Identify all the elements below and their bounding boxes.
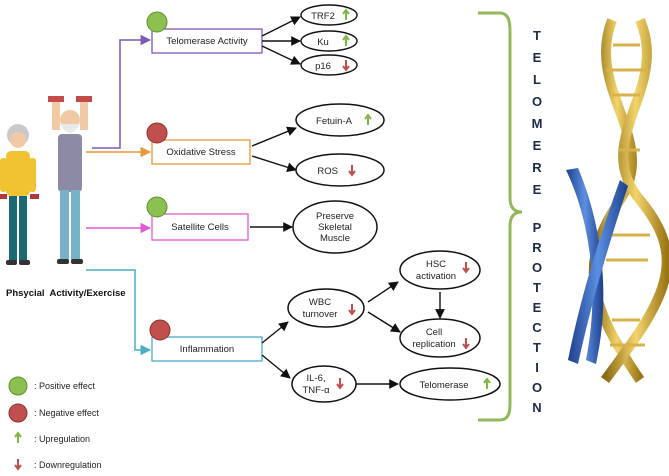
side-label-letter: E (533, 138, 542, 153)
down-arrow-icon (342, 60, 350, 72)
up-arrow-icon (342, 34, 350, 46)
outcome-telomerase-label: Telomerase (419, 380, 468, 391)
pathway-arrows (250, 16, 445, 389)
outcome-cell-replication: Cell replication (399, 318, 481, 358)
telomerase-activity-label: Telomerase Activity (166, 36, 248, 47)
legend-item-upregulation: : Upregulation (14, 431, 90, 444)
side-label-letter: T (533, 28, 541, 43)
down-arrow-icon (348, 304, 356, 316)
outcome-fetuin-a-label: Fetuin-A (316, 116, 353, 127)
legend-positive-label: : Positive effect (34, 381, 95, 391)
woman-figure (0, 124, 39, 265)
outcome-hsc-activation: HSC activation (399, 250, 481, 290)
outcome-muscle-label: Muscle (320, 233, 350, 244)
outcome-wbc-turnover: WBC turnover (287, 288, 365, 328)
telomerase-connector (92, 34, 152, 149)
negative-effect-icon (149, 319, 171, 341)
legend-item-negative: : Negative effect (8, 403, 99, 423)
telomere-protection-bracket (478, 11, 523, 422)
positive-effect-icon (146, 11, 168, 33)
inflammation-node: Inflammation (149, 319, 263, 362)
outcome-p16: p16 (300, 54, 358, 76)
side-label-letter: R (532, 160, 542, 175)
up-arrow-icon (14, 431, 22, 443)
outcome-wbc-label: WBC (309, 297, 331, 308)
legend-downregulation-label: : Downregulation (34, 460, 102, 470)
side-label-letter: E (533, 50, 542, 65)
telomerase-activity-node: Telomerase Activity (146, 11, 263, 54)
down-arrow-icon (14, 459, 22, 471)
side-label-letter: N (532, 400, 541, 415)
side-label-letter: T (533, 280, 541, 295)
outcome-skeletal-label: Skeletal (318, 222, 352, 233)
dna-chromosome-illustration (566, 18, 669, 383)
outcome-activation-label: activation (416, 271, 456, 282)
side-label-letter: C (532, 320, 542, 335)
side-label-letter: P (533, 220, 542, 235)
oxidative-stress-node: Oxidative Stress (146, 122, 251, 165)
legend-item-downregulation: : Downregulation (14, 459, 102, 471)
outcome-tnf-label: TNF-α (302, 385, 330, 396)
legend-item-positive: : Positive effect (8, 376, 95, 396)
outcome-ros-label: ROS (317, 166, 338, 177)
up-arrow-icon (483, 377, 491, 389)
side-label-letter: O (532, 380, 542, 395)
down-arrow-icon (462, 338, 470, 350)
man-figure (48, 96, 92, 264)
positive-effect-icon (146, 196, 168, 218)
satellite-cells-label: Satellite Cells (171, 222, 229, 233)
side-label-letter: I (535, 360, 539, 375)
side-label-letter: O (532, 260, 542, 275)
legend-negative-label: : Negative effect (34, 408, 99, 418)
up-arrow-icon (364, 113, 372, 125)
outcome-trf2: TRF2 (300, 4, 358, 26)
side-label-letter: O (532, 94, 542, 109)
legend: : Positive effect : Negative effect : Up… (8, 376, 102, 471)
down-arrow-icon (336, 378, 344, 390)
side-label-letter: M (532, 116, 543, 131)
outcome-fetuin-a: Fetuin-A (295, 103, 385, 137)
down-arrow-icon (462, 262, 470, 274)
up-arrow-icon (342, 8, 350, 20)
outcome-telomerase: Telomerase (399, 367, 501, 401)
inflammation-connector (86, 269, 152, 356)
elderly-couple-illustration: Phsycial Activity/Exercise (0, 96, 126, 299)
inflammation-label: Inflammation (180, 344, 234, 355)
negative-effect-icon (146, 122, 168, 144)
outcome-p16-label: p16 (315, 61, 331, 72)
satellite-cells-node: Satellite Cells (146, 196, 249, 241)
outcome-preserve-label: Preserve (316, 211, 354, 222)
outcome-ros: ROS (295, 153, 385, 187)
outcome-trf2-label: TRF2 (311, 11, 335, 22)
outcome-il6-label: IL-6, (306, 373, 325, 384)
side-label-letter: E (533, 182, 542, 197)
legend-upregulation-label: : Upregulation (34, 434, 90, 444)
side-label-letter: R (532, 240, 542, 255)
side-label-letter: L (533, 72, 541, 87)
oxidative-stress-label: Oxidative Stress (166, 147, 235, 158)
side-label-letter: E (533, 300, 542, 315)
outcome-preserve-skeletal-muscle: Preserve Skeletal Muscle (292, 200, 378, 254)
outcome-ku: Ku (300, 30, 358, 52)
outcome-il6-tnfa: IL-6, TNF-α (291, 365, 357, 403)
outcome-ku-label: Ku (317, 37, 329, 48)
side-label-letter: T (533, 340, 541, 355)
negative-effect-icon (8, 403, 28, 423)
outcome-turnover-label: turnover (303, 309, 338, 320)
down-arrow-icon (348, 165, 356, 177)
activity-caption: Phsycial Activity/Exercise (6, 288, 126, 299)
outcome-cell-label: Cell (426, 327, 442, 338)
positive-effect-icon (8, 376, 28, 396)
outcome-replication-label: replication (412, 339, 455, 350)
outcome-hsc-label: HSC (426, 259, 446, 270)
